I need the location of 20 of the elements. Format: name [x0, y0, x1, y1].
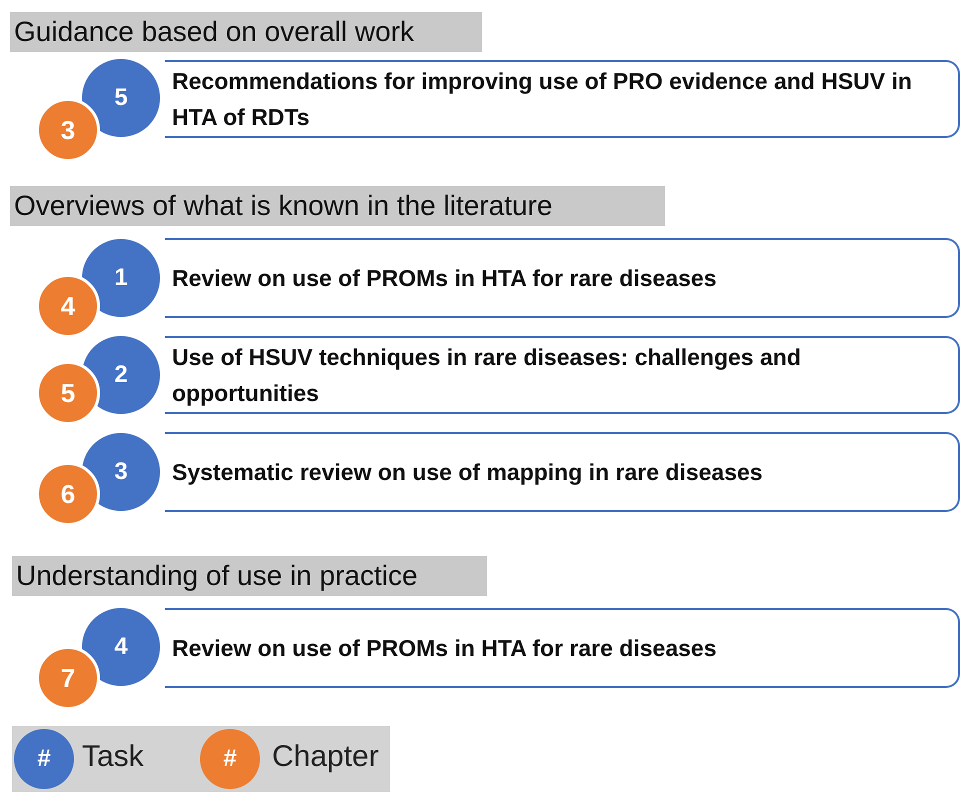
section-heading: Overviews of what is known in the literature [10, 186, 665, 226]
legend-swatch: # [200, 729, 260, 789]
legend-label: Chapter [272, 739, 379, 775]
chapter-number-circle: 4 [36, 274, 100, 338]
item-box: Use of HSUV techniques in rare diseases: challenges and opportunities [165, 336, 960, 414]
chapter-number-circle: 7 [36, 646, 100, 710]
section-heading: Understanding of use in practice [12, 556, 487, 596]
item-box: Systematic review on use of mapping in rare diseases [165, 432, 960, 512]
item-box: Review on use of PROMs in HTA for rare diseases [165, 238, 960, 318]
legend-swatch: # [14, 729, 74, 789]
section-heading: Guidance based on overall work [10, 12, 482, 52]
task-number-circle: 4 [79, 605, 163, 689]
item-box: Review on use of PROMs in HTA for rare diseases [165, 608, 960, 688]
task-number-circle: 1 [79, 236, 163, 320]
chapter-number-circle: 5 [36, 361, 100, 425]
legend-label: Task [82, 739, 144, 775]
item-box: Recommendations for improving use of PRO evidence and HSUV in HTA of RDTs [165, 60, 960, 138]
task-number-circle: 5 [79, 56, 163, 140]
chapter-number-circle: 6 [36, 462, 100, 526]
chapter-number-circle: 3 [36, 98, 100, 162]
